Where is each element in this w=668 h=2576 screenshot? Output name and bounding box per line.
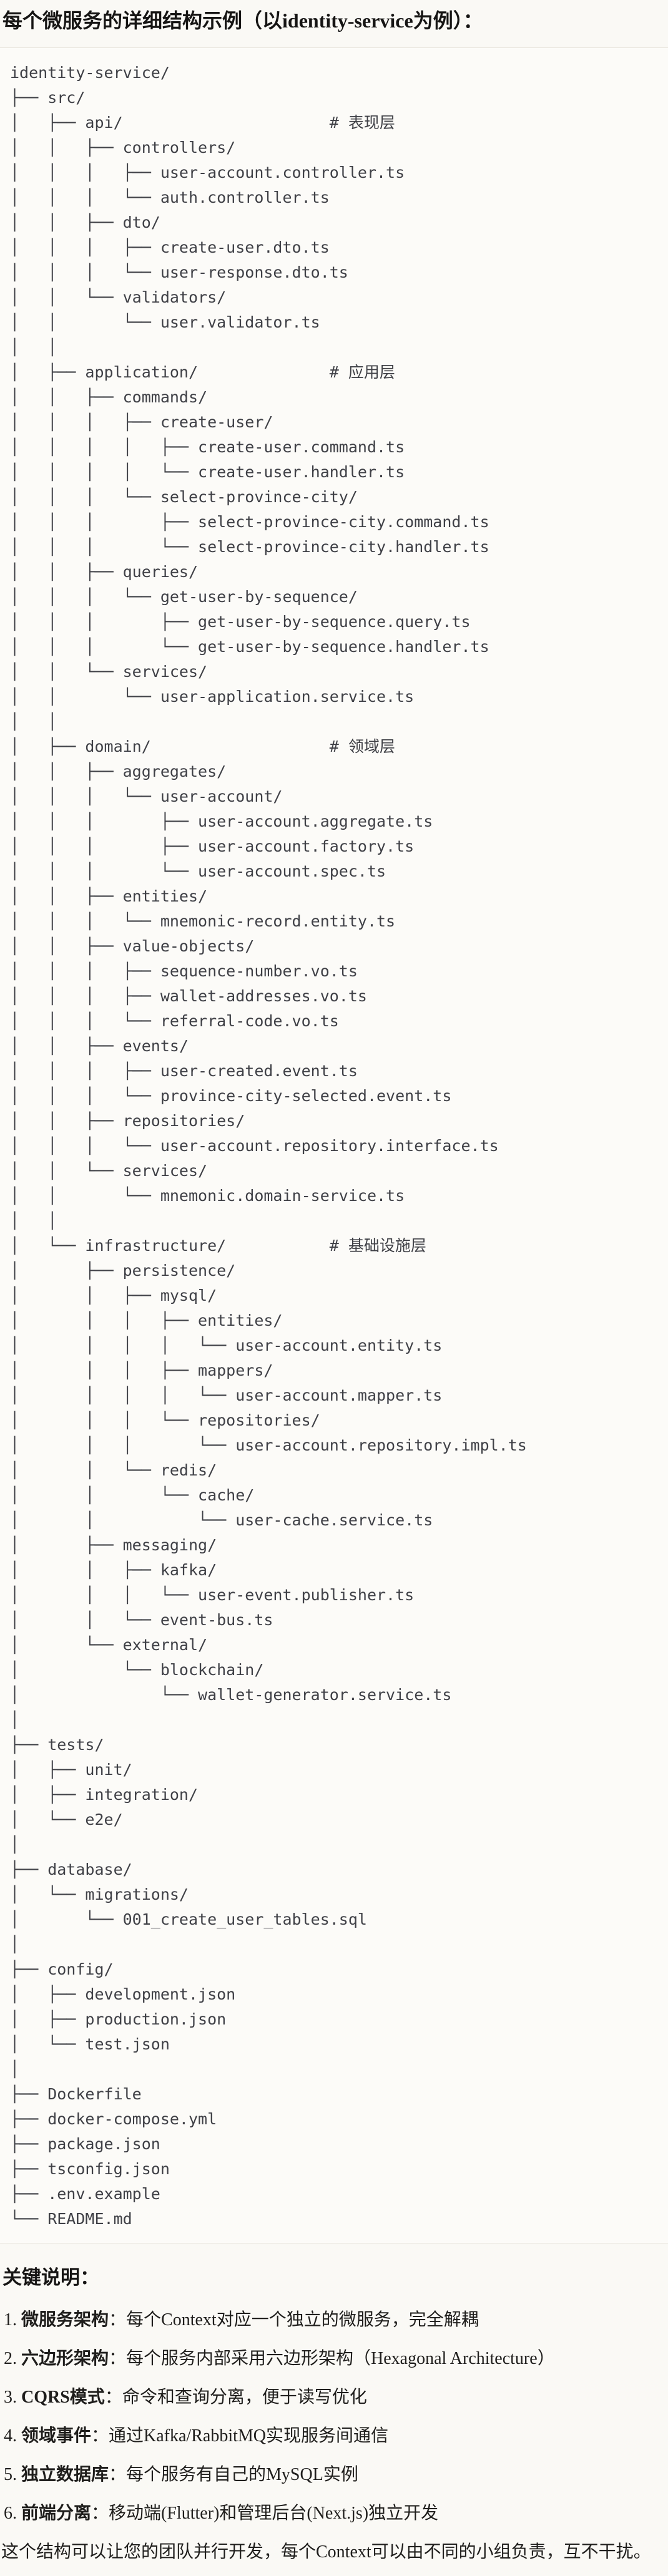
note-number: 4. — [4, 2426, 17, 2446]
note-item: 2.六边形架构：每个服务内部采用六边形架构（Hexagonal Architec… — [4, 2346, 668, 2372]
file-tree-block: identity-service/ ├── src/ │ ├── api/ # … — [0, 47, 668, 2243]
closing-paragraph: 这个结构可以让您的团队并行开发，每个Context可以由不同的小组负责，互不干扰… — [1, 2542, 651, 2562]
page-title: 每个微服务的详细结构示例（以identity-service为例）： — [2, 9, 483, 32]
note-number: 3. — [4, 2388, 17, 2407]
note-colon: ： — [109, 2465, 127, 2484]
note-number: 5. — [4, 2465, 17, 2484]
note-colon: ： — [91, 2426, 109, 2446]
note-label: 独立数据库 — [21, 2465, 109, 2484]
note-item: 4.领域事件：通过Kafka/RabbitMQ实现服务间通信 — [4, 2423, 668, 2449]
note-item: 5.独立数据库：每个服务有自己的MySQL实例 — [4, 2462, 668, 2488]
note-text: 每个Context对应一个独立的微服务，完全解耦 — [126, 2310, 479, 2330]
note-label: 微服务架构 — [21, 2310, 109, 2330]
note-item: 6.前端分离：移动端(Flutter)和管理后台(Next.js)独立开发 — [4, 2501, 668, 2527]
note-colon: ： — [91, 2504, 109, 2523]
note-item: 3.CQRS模式：命令和查询分离，便于读写优化 — [4, 2384, 668, 2411]
note-item: 1.微服务架构：每个Context对应一个独立的微服务，完全解耦 — [4, 2307, 668, 2333]
notes-list: 1.微服务架构：每个Context对应一个独立的微服务，完全解耦 2.六边形架构… — [4, 2307, 668, 2527]
note-label: CQRS模式 — [21, 2388, 105, 2407]
note-colon: ： — [109, 2349, 127, 2368]
note-text: 每个服务内部采用六边形架构（Hexagonal Architecture） — [126, 2349, 555, 2368]
notes-heading: 关键说明： — [2, 2267, 99, 2288]
note-number: 2. — [4, 2349, 17, 2368]
note-text: 通过Kafka/RabbitMQ实现服务间通信 — [109, 2426, 388, 2446]
note-label: 六边形架构 — [21, 2349, 109, 2368]
note-colon: ： — [104, 2388, 122, 2407]
note-colon: ： — [109, 2310, 127, 2330]
note-number: 1. — [4, 2310, 17, 2330]
note-text: 移动端(Flutter)和管理后台(Next.js)独立开发 — [109, 2504, 439, 2523]
note-label: 前端分离 — [21, 2504, 92, 2523]
file-tree: identity-service/ ├── src/ │ ├── api/ # … — [10, 64, 527, 2228]
note-text: 每个服务有自己的MySQL实例 — [126, 2465, 358, 2484]
note-text: 命令和查询分离，便于读写优化 — [122, 2388, 367, 2407]
note-label: 领域事件 — [21, 2426, 92, 2446]
note-number: 6. — [4, 2504, 17, 2523]
